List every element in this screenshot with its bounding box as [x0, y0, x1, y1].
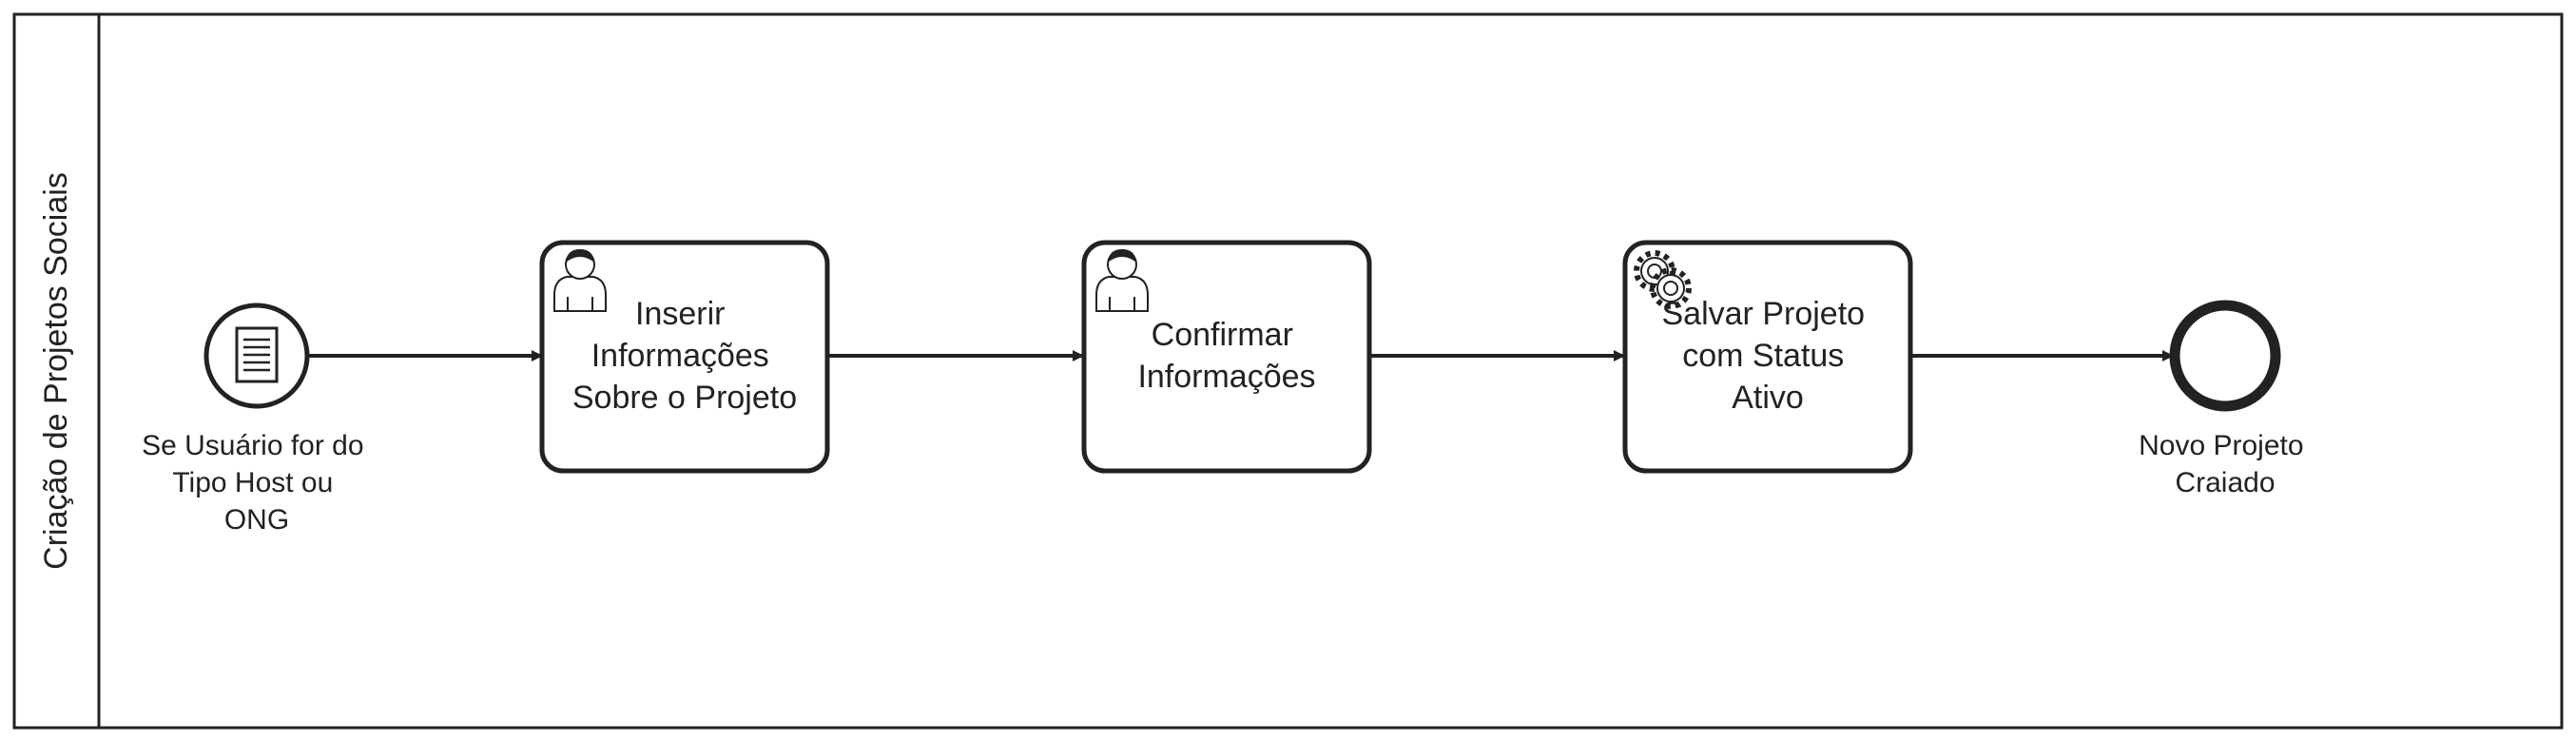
end-event-label: Novo Projeto Craiado — [2139, 430, 2312, 498]
end-event[interactable] — [2169, 300, 2281, 412]
user-icon — [553, 249, 607, 312]
start-event[interactable] — [203, 303, 310, 409]
task-confirmar-informacoes[interactable]: Confirmar Informações — [1081, 240, 1372, 474]
task-label: Confirmar Informações — [1137, 317, 1315, 395]
task-inserir-informacoes[interactable]: Inserir Informações Sobre o Projeto — [539, 240, 830, 474]
task-label: Inserir Informações Sobre o Projeto — [572, 296, 797, 416]
user-icon — [1095, 249, 1149, 312]
pool-label: Criação de Projetos Sociais — [38, 172, 74, 570]
task-salvar-projeto[interactable]: Salvar Projeto com Status Ativo — [1622, 240, 1913, 474]
gear-icon — [1634, 250, 1692, 309]
message-document-icon — [235, 326, 279, 383]
start-event-label: Se Usuário for do Tipo Host ou ONG — [142, 430, 372, 536]
task-label: Salvar Projeto com Status Ativo — [1662, 296, 1874, 416]
